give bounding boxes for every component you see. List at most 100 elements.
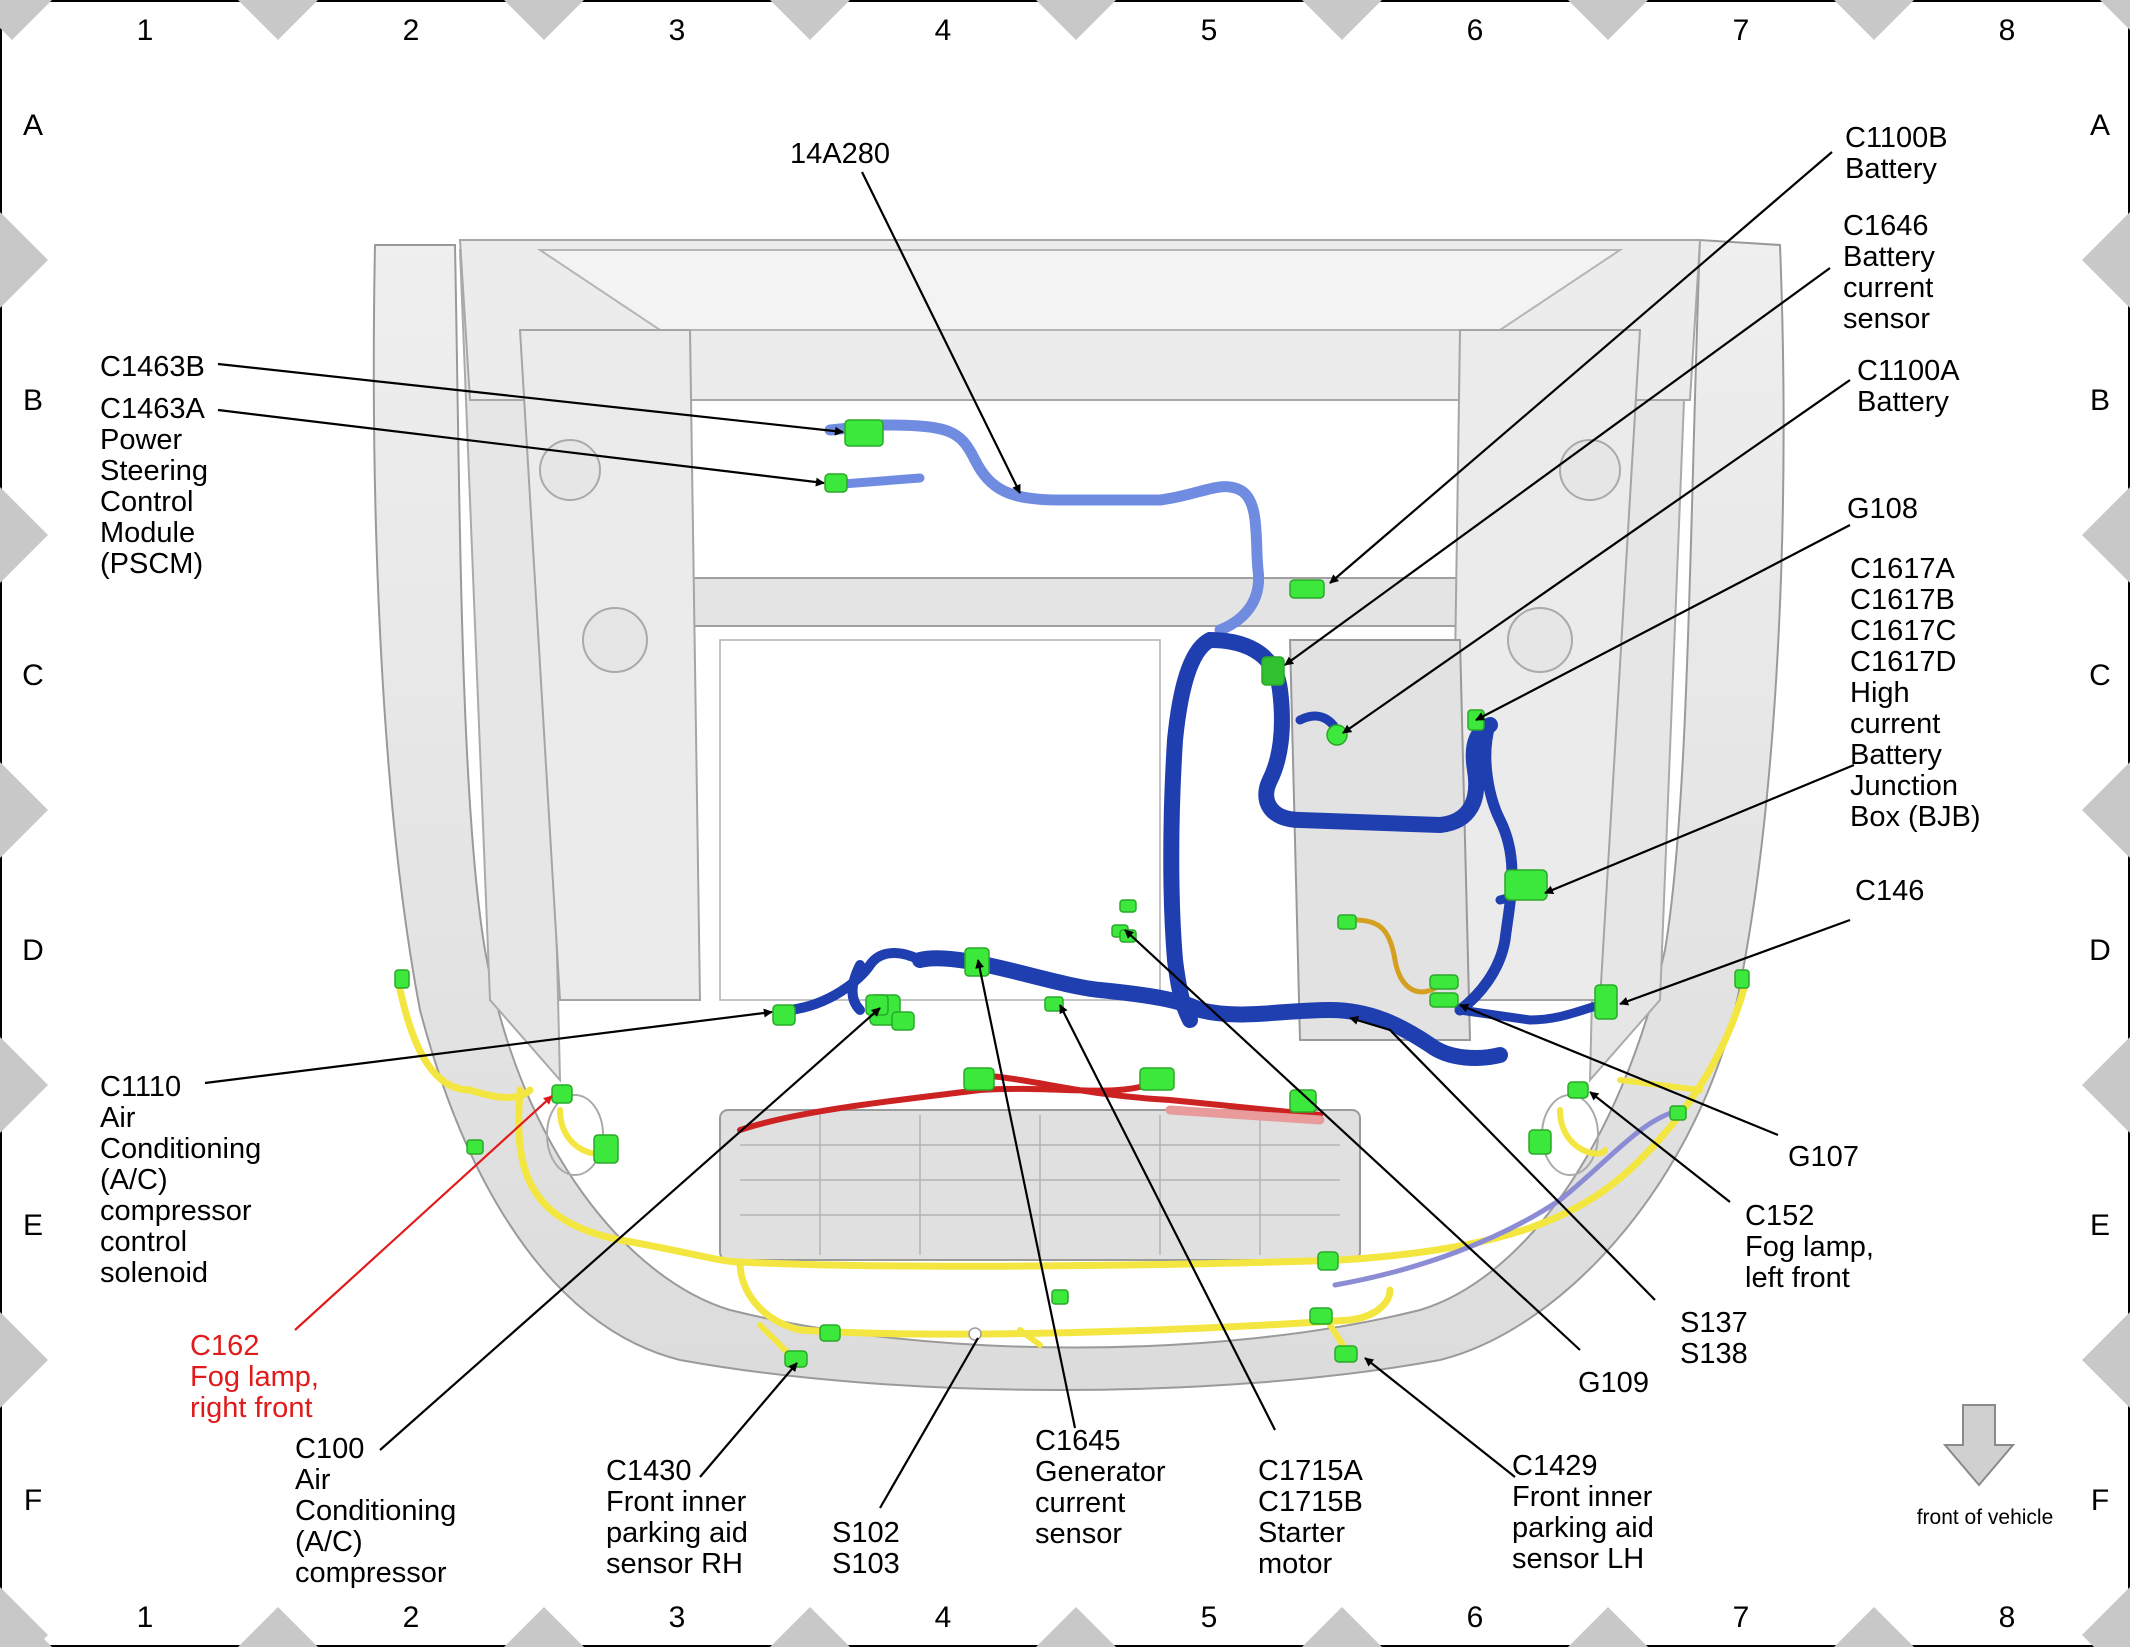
grid-column-bottom-2: 2 — [403, 1601, 420, 1634]
grid-divider-right — [2082, 212, 2130, 308]
grid-row-right-C: C — [2089, 659, 2111, 692]
grid-column-top-3: 3 — [669, 14, 686, 47]
callout-line: right front — [190, 1392, 313, 1424]
grid-divider-top — [2100, 0, 2130, 30]
callout-line: Battery — [1843, 241, 1935, 273]
callout-line: C1617C — [1850, 615, 1956, 647]
connectors — [394, 419, 1750, 1368]
grid-divider-left — [0, 1312, 48, 1408]
callout-line: G109 — [1578, 1367, 1649, 1399]
callout-line: (A/C) — [295, 1526, 363, 1558]
callout-line: C152 — [1745, 1200, 1814, 1232]
grille-detail — [740, 1115, 1340, 1255]
grid-column-bottom-5: 5 — [1201, 1601, 1218, 1634]
callout-line: Battery — [1845, 153, 1937, 185]
grid-row-left-B: B — [23, 384, 43, 417]
upper-cowl-ridge — [536, 249, 1624, 331]
callout-line: S137 — [1680, 1307, 1748, 1339]
callout-line: compressor — [100, 1195, 252, 1227]
engine-bay-opening — [719, 639, 1161, 1001]
grid-divider-right — [2082, 487, 2130, 583]
callout-line: Battery — [1857, 386, 1949, 418]
grid-column-top-5: 5 — [1201, 14, 1218, 47]
harness-14a280 — [824, 419, 1265, 636]
callout-line: Fog lamp, — [1745, 1231, 1874, 1263]
callout-line: C1430 — [606, 1455, 691, 1487]
callout-line: High — [1850, 677, 1910, 709]
callout-line: parking aid — [1512, 1512, 1654, 1544]
callout-line: S138 — [1680, 1338, 1748, 1370]
connector-c1100b — [1289, 579, 1325, 599]
arrow-down-icon — [1942, 1404, 2016, 1487]
callout-line: Steering — [100, 455, 208, 487]
grid-divider-right — [2082, 1587, 2130, 1647]
callout-line: Front inner — [606, 1486, 747, 1518]
callout-line: C1646 — [1843, 210, 1928, 242]
callout-line: Conditioning — [295, 1495, 456, 1527]
grid-column-top-4: 4 — [935, 14, 952, 47]
grid-column-bottom-6: 6 — [1467, 1601, 1484, 1634]
callout-line: C1463B — [100, 351, 205, 383]
connector-g108 — [1326, 724, 1348, 746]
grid-column-top-7: 7 — [1733, 14, 1750, 47]
connector-c1645 — [964, 947, 990, 977]
callout-line: sensor — [1035, 1518, 1122, 1550]
grid-row-right-B: B — [2090, 384, 2110, 417]
callout-line: C1617B — [1850, 584, 1955, 616]
leader-line-c162 — [294, 1095, 553, 1331]
callout-line: C1617A — [1850, 553, 1955, 585]
callout-line: C1100B — [1845, 122, 1948, 154]
connector-c152 — [1567, 1081, 1589, 1099]
callout-line: G107 — [1788, 1141, 1859, 1173]
grid-divider-bottom — [770, 1607, 850, 1647]
callout-line: current — [1843, 272, 1933, 304]
grid-row-right-F: F — [2091, 1484, 2109, 1517]
grid-column-bottom-1: 1 — [137, 1601, 154, 1634]
leader-lines — [204, 151, 1855, 1509]
callout-line: C1463A — [100, 393, 205, 425]
grid-divider-bottom — [1568, 1607, 1648, 1647]
grid-row-left-C: C — [22, 659, 44, 692]
callout-line: C1715A — [1258, 1455, 1363, 1487]
callout-line: Box (BJB) — [1850, 801, 1981, 833]
grid-divider-top — [0, 0, 52, 40]
grid-column-bottom-7: 7 — [1733, 1601, 1750, 1634]
callout-line: solenoid — [100, 1257, 208, 1289]
grid-divider-left — [0, 1587, 48, 1647]
splice-s102 — [968, 1327, 982, 1341]
callout-line: Battery — [1850, 739, 1942, 771]
grid-column-top-1: 1 — [137, 14, 154, 47]
label-g108: G108 — [1847, 493, 1918, 525]
callout-line: (PSCM) — [100, 548, 203, 580]
callout-line: compressor — [295, 1557, 447, 1589]
callout-line: G108 — [1847, 493, 1918, 525]
grid-divider-top — [770, 0, 850, 40]
callout-line: C1100A — [1857, 355, 1960, 387]
grid-divider-left — [0, 212, 48, 308]
grid-divider-left — [0, 487, 48, 583]
callout-line: (A/C) — [100, 1164, 168, 1196]
grid-divider-top — [238, 0, 318, 40]
grid-row-left-A: A — [23, 109, 43, 142]
yellow-harness — [394, 976, 1749, 1270]
label-g107: G107 — [1788, 1141, 1859, 1173]
grid-divider-right — [2082, 762, 2130, 858]
grid-divider-bottom — [504, 1607, 584, 1647]
grid-column-top-8: 8 — [1999, 14, 2016, 47]
callout-line: C1110 — [100, 1071, 181, 1103]
connector-c162 — [551, 1084, 573, 1104]
connector-c1463b — [844, 419, 884, 447]
callout-line: 14A280 — [790, 138, 890, 170]
grid-column-bottom-8: 8 — [1999, 1601, 2016, 1634]
callout-line: Air — [295, 1464, 331, 1496]
callout-line: S103 — [832, 1548, 900, 1580]
callout-line: Air — [100, 1102, 136, 1134]
callout-line: Front inner — [1512, 1481, 1653, 1513]
grid-divider-left — [0, 762, 48, 858]
